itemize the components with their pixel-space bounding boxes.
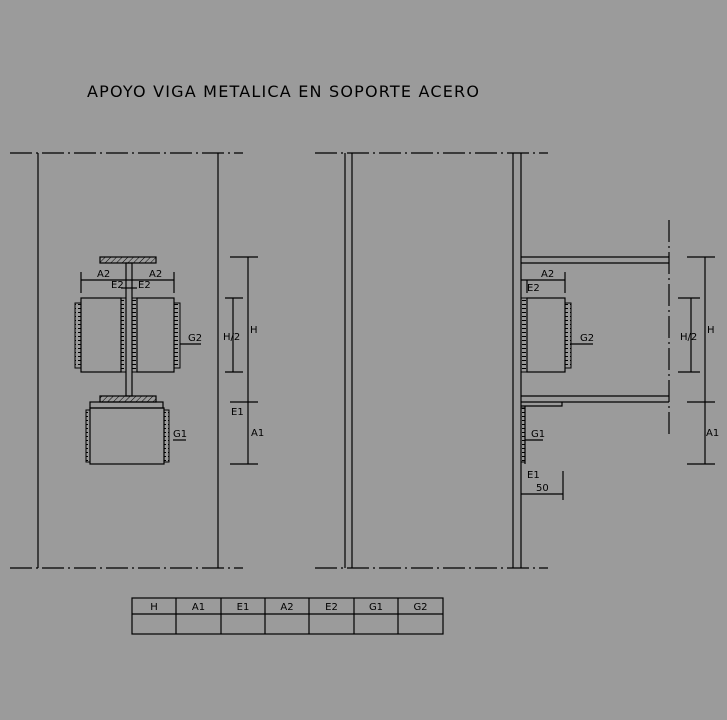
dim-e2: E2 <box>111 280 124 291</box>
dim-a2: A2 <box>541 269 554 280</box>
dim-a1: A1 <box>251 428 264 439</box>
label-g2: G2 <box>188 333 202 344</box>
table-header-e1: E1 <box>237 602 250 613</box>
table-header-e2: E2 <box>325 602 338 613</box>
weld-strip <box>520 297 528 373</box>
label-g1: G1 <box>531 429 545 440</box>
drawing-title: APOYO VIGA METALICA EN SOPORTE ACERO <box>87 82 480 101</box>
dim-a2: A2 <box>97 269 110 280</box>
table-header-a2: A2 <box>280 602 293 613</box>
angle-g1-leg <box>89 401 164 409</box>
angle-g1 <box>89 407 165 465</box>
label-g2: G2 <box>580 333 594 344</box>
beam-bottom-flange <box>99 395 157 403</box>
weld-strip <box>74 302 82 369</box>
beam-top-flange <box>99 256 157 264</box>
side-view: A2 E2 G2 G1 E1 50 H H/2 A1 <box>315 152 719 569</box>
dim-e2: E2 <box>527 283 540 294</box>
weld-strip <box>85 409 91 463</box>
table-header-h: H <box>150 602 158 613</box>
dim-e2: E2 <box>138 280 151 291</box>
angle-g2 <box>526 297 566 373</box>
dim-50: 50 <box>536 483 549 494</box>
weld-strip <box>131 297 138 373</box>
weld-strip <box>173 302 181 369</box>
weld-strip <box>520 407 526 463</box>
weld-strip <box>163 409 170 463</box>
angle-g1 <box>521 402 563 407</box>
weld-strip <box>120 297 127 373</box>
label-g1: G1 <box>173 429 187 440</box>
weld-strip <box>564 302 572 369</box>
dim-h-half: H/2 <box>680 332 697 343</box>
dim-h: H <box>250 325 258 336</box>
dim-e1: E1 <box>231 407 244 418</box>
table-header-a1: A1 <box>192 602 205 613</box>
table-header-g1: G1 <box>369 602 383 613</box>
dim-h: H <box>707 325 715 336</box>
beam-web <box>125 262 133 397</box>
dim-a2: A2 <box>149 269 162 280</box>
table-header-g2: G2 <box>413 602 427 613</box>
dim-e1: E1 <box>527 470 540 481</box>
dimension-table: H A1 E1 A2 E2 G1 G2 <box>131 597 444 635</box>
dim-h-half: H/2 <box>223 332 240 343</box>
angle-g2-right <box>136 297 175 373</box>
front-view: A2 A2 E2 E2 G2 G1 H H/2 E1 A1 <box>10 152 264 569</box>
dim-a1: A1 <box>706 428 719 439</box>
angle-g2-left <box>80 297 122 373</box>
